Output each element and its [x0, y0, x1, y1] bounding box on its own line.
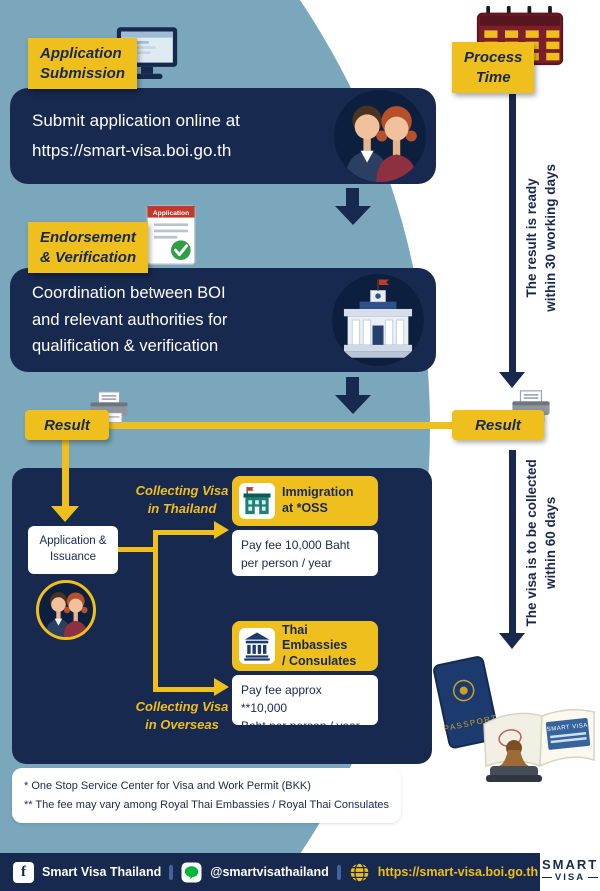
step2-text-line2: and relevant authorities for: [32, 310, 228, 329]
document-icon-label: Application: [153, 210, 189, 217]
immigration-fee-line1: Pay fee 10,000 Baht: [241, 538, 350, 552]
embassy-title: Thai Embassies / Consulates: [282, 623, 371, 670]
branch-vertical-line: [153, 530, 158, 692]
flowchart-box: Collecting Visa in Thailand: [12, 468, 432, 764]
process-time-badge: Process Time: [452, 42, 535, 93]
visa-collect-line1: The visa is to be collected: [524, 459, 540, 627]
collect-thailand-line1: Collecting Visa: [135, 483, 229, 498]
step2-badge-line2: & Verification: [40, 248, 137, 266]
smart-visa-logo: SMART VISA: [542, 857, 598, 883]
footer-bar: f Smart Visa Thailand @smartvisathailand…: [0, 853, 540, 891]
footnote-oss: * One Stop Service Center for Visa and W…: [24, 780, 311, 792]
result-left-label: Result: [44, 416, 90, 434]
document-check-icon: Application: [146, 205, 196, 265]
logo-visa: VISA: [554, 872, 586, 883]
result-right-label: Result: [475, 416, 521, 434]
embassy-title-line2: / Consulates: [282, 653, 357, 668]
step2-text-line3: qualification & verification: [32, 337, 219, 356]
flow-arrow-2-head: [335, 395, 371, 414]
issuance-box: Application & Issuance: [28, 526, 118, 574]
result-badge-left: Result: [25, 410, 109, 440]
couple-icon: [334, 90, 426, 182]
visa-collect-line2: within 60 days: [543, 496, 558, 590]
immigration-header: Immigration at *OSS: [232, 476, 378, 526]
result-down-arrowhead: [51, 506, 79, 522]
issuance-line1: Application &: [39, 535, 107, 548]
branch-bottom-line: [158, 687, 216, 692]
flow-arrow-1-head: [335, 206, 371, 225]
branch-top-line: [158, 530, 216, 535]
logo-visa-row: VISA: [542, 872, 598, 883]
step1-badge-line1: Application: [40, 45, 122, 62]
timeline-line-2: [509, 450, 516, 633]
step2-badge-line1: Endorsement: [40, 229, 136, 246]
result-badge-right: Result: [452, 410, 544, 440]
footnotes: * One Stop Service Center for Visa and W…: [12, 768, 402, 824]
globe-icon: [349, 861, 370, 883]
embassy-header: Thai Embassies / Consulates: [232, 621, 378, 671]
embassy-fee-line2: Baht per person / year: [241, 719, 360, 733]
immigration-building-icon: [239, 483, 275, 519]
collect-overseas-label: Collecting Visa in Overseas: [126, 698, 238, 733]
collect-thailand-line2: in Thailand: [147, 500, 217, 516]
line-icon[interactable]: [181, 862, 202, 883]
gov-building-icon: [332, 274, 424, 366]
footer-separator: [336, 864, 341, 880]
footnote-fee: ** The fee may vary among Royal Thai Emb…: [24, 798, 390, 811]
passport-stamp-icon: PASSPORT SMART VISA: [433, 656, 595, 782]
immigration-title: Immigration at *OSS: [282, 485, 354, 516]
logo-line-left: [542, 877, 552, 878]
logo-line-right: [588, 877, 598, 878]
process-time-line1: Process: [464, 49, 523, 66]
step1-url: https://smart-visa.boi.go.th: [32, 141, 232, 160]
footer-facebook-label[interactable]: Smart Visa Thailand: [42, 865, 162, 879]
footer-line-label[interactable]: @smartvisathailand: [210, 865, 329, 879]
footer-website-link[interactable]: https://smart-visa.boi.go.th: [377, 865, 539, 879]
footer-separator: [169, 864, 174, 880]
branch-bottom-arrowhead: [214, 678, 229, 696]
timeline-arrowhead-1: [499, 372, 525, 388]
embassy-fee-line1: Pay fee approx **10,000: [241, 683, 322, 715]
embassy-icon: [239, 628, 275, 664]
timeline-arrowhead-2: [499, 633, 525, 649]
visa-collect-label: The visa is to be collected within 60 da…: [523, 428, 561, 658]
result-ready-label: The result is ready within 30 working da…: [523, 88, 561, 388]
logo-smart: SMART: [542, 857, 599, 872]
immigration-title-line1: Immigration: [282, 485, 354, 500]
branch-stub-line: [118, 547, 153, 552]
result-down-line: [62, 438, 69, 506]
step1-badge: Application Submission: [28, 38, 138, 89]
process-time-line2: Time: [475, 68, 511, 86]
branch-top-arrowhead: [214, 521, 229, 539]
timeline-line-1: [509, 94, 516, 372]
collect-overseas-line2: in Overseas: [145, 716, 219, 732]
immigration-title-line2: at *OSS: [282, 501, 328, 515]
step1-badge-line2: Submission: [40, 64, 126, 82]
collect-overseas-line1: Collecting Visa: [135, 699, 229, 714]
result-ready-line1: The result is ready: [524, 178, 540, 298]
collect-thailand-label: Collecting Visa in Thailand: [126, 482, 238, 517]
immigration-fee-line2: per person / year: [241, 556, 332, 570]
embassy-fee-box: Pay fee approx **10,000 Baht per person …: [232, 675, 378, 733]
immigration-fee-box: Pay fee 10,000 Baht per person / year: [232, 530, 378, 576]
result-ready-line2: within 30 working days: [543, 164, 558, 312]
result-connector-line: [62, 422, 532, 429]
step2-text-line1: Coordination between BOI: [32, 283, 226, 302]
facebook-f: f: [21, 863, 26, 880]
step2-badge: Endorsement & Verification: [28, 222, 149, 273]
issuance-line2: Issuance: [49, 551, 97, 563]
flow-arrow-2-shaft: [346, 377, 359, 395]
embassy-title-line1: Thai Embassies: [282, 622, 348, 653]
couple-icon: [36, 580, 96, 640]
flow-arrow-1-shaft: [346, 188, 359, 206]
facebook-icon[interactable]: f: [13, 861, 34, 883]
step1-text-line1: Submit application online at: [32, 111, 240, 131]
visa-sticker-label: SMART VISA: [547, 723, 589, 733]
